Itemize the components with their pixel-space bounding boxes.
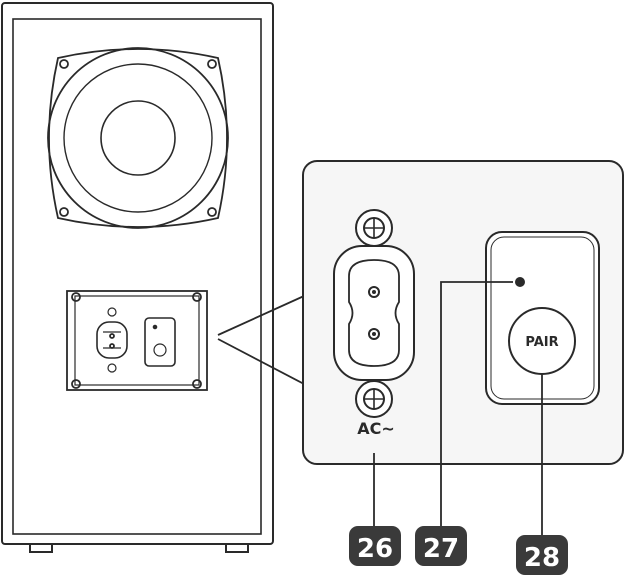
callout-27: 27: [415, 526, 467, 566]
ac-label: AC~: [357, 419, 395, 438]
rear-panel-small: [66, 290, 208, 391]
callout-28: 28: [516, 535, 568, 575]
pair-button-label: PAIR: [525, 335, 558, 350]
zoom-lines: [217, 295, 305, 385]
callout-27-number: 27: [423, 534, 459, 564]
callout-26: 26: [349, 526, 401, 566]
ac-socket: [333, 209, 415, 418]
callout-26-number: 26: [357, 534, 393, 564]
callout-28-number: 28: [524, 543, 560, 573]
status-led: [515, 277, 525, 287]
pair-button[interactable]: PAIR: [508, 307, 576, 375]
callout-lines: [373, 281, 543, 537]
woofer: [47, 47, 229, 229]
